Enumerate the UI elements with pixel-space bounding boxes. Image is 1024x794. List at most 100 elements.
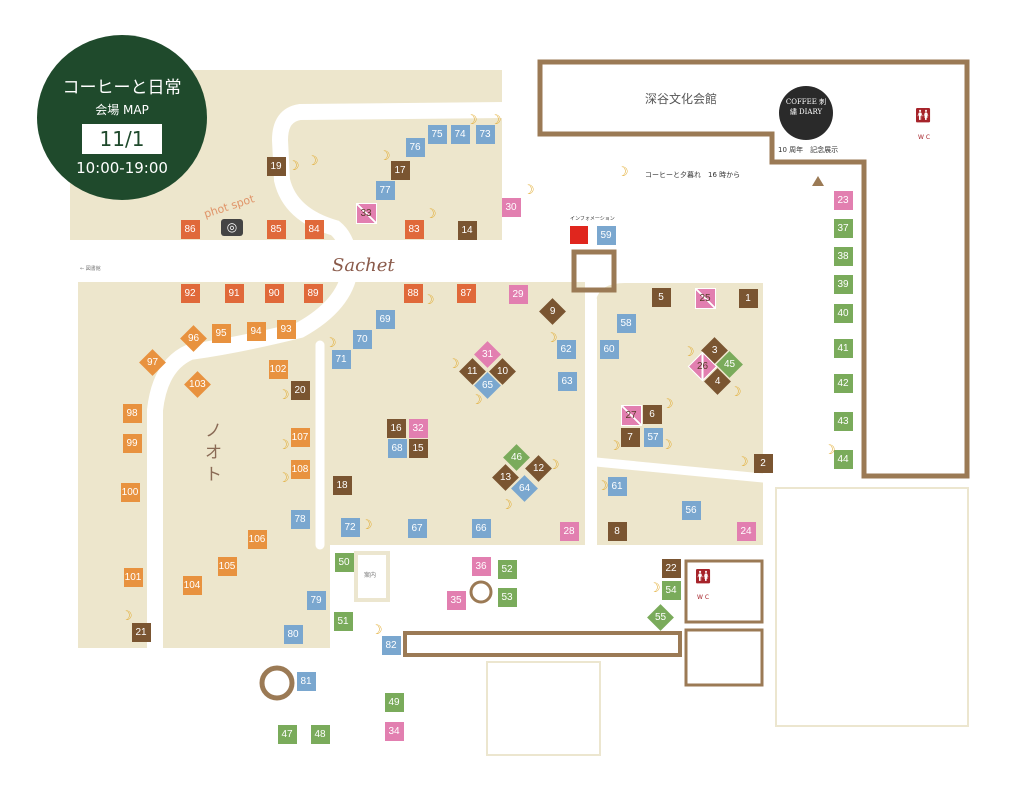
library-label: ← 図書館 bbox=[80, 266, 101, 272]
booth-25[interactable]: 25 bbox=[694, 287, 716, 309]
booth-94[interactable]: 94 bbox=[246, 321, 266, 341]
booth-33[interactable]: 33 bbox=[355, 202, 377, 224]
booth-77[interactable]: 77 bbox=[375, 180, 395, 200]
booth-87[interactable]: 87 bbox=[456, 283, 476, 303]
booth-16[interactable]: 16 bbox=[386, 418, 406, 438]
booth-44[interactable]: 44 bbox=[833, 449, 853, 469]
booth-6[interactable]: 6 bbox=[642, 404, 662, 424]
booth-56[interactable]: 56 bbox=[681, 500, 701, 520]
booth-number: 39 bbox=[837, 278, 849, 290]
booth-51[interactable]: 51 bbox=[333, 611, 353, 631]
booth-8[interactable]: 8 bbox=[607, 521, 627, 541]
booth-number: 91 bbox=[228, 287, 240, 299]
booth-108[interactable]: 108 bbox=[290, 459, 310, 479]
booth-105[interactable]: 105 bbox=[217, 556, 237, 576]
booth-29[interactable]: 29 bbox=[508, 284, 528, 304]
booth-85[interactable]: 85 bbox=[266, 219, 286, 239]
booth-86[interactable]: 86 bbox=[180, 219, 200, 239]
booth-14[interactable]: 14 bbox=[457, 220, 477, 240]
booth-1[interactable]: 1 bbox=[738, 288, 758, 308]
booth-102[interactable]: 102 bbox=[268, 359, 288, 379]
booth-19[interactable]: 19 bbox=[266, 156, 286, 176]
booth-67[interactable]: 67 bbox=[407, 518, 427, 538]
information-booth[interactable] bbox=[570, 226, 588, 244]
booth-91[interactable]: 91 bbox=[224, 283, 244, 303]
booth-57[interactable]: 57 bbox=[643, 427, 663, 447]
booth-95[interactable]: 95 bbox=[211, 323, 231, 343]
booth-53[interactable]: 53 bbox=[497, 587, 517, 607]
booth-48[interactable]: 48 bbox=[310, 724, 330, 744]
booth-70[interactable]: 70 bbox=[352, 329, 372, 349]
booth-number: 35 bbox=[450, 594, 462, 606]
booth-107[interactable]: 107 bbox=[290, 427, 310, 447]
booth-106[interactable]: 106 bbox=[247, 529, 267, 549]
booth-104[interactable]: 104 bbox=[182, 575, 202, 595]
booth-47[interactable]: 47 bbox=[277, 724, 297, 744]
booth-27[interactable]: 27 bbox=[620, 404, 642, 426]
booth-73[interactable]: 73 bbox=[475, 124, 495, 144]
booth-35[interactable]: 35 bbox=[446, 590, 466, 610]
booth-99[interactable]: 99 bbox=[122, 433, 142, 453]
booth-78[interactable]: 78 bbox=[290, 509, 310, 529]
booth-22[interactable]: 22 bbox=[661, 558, 681, 578]
booth-54[interactable]: 54 bbox=[661, 580, 681, 600]
booth-66[interactable]: 66 bbox=[471, 518, 491, 538]
booth-17[interactable]: 17 bbox=[390, 160, 410, 180]
booth-18[interactable]: 18 bbox=[332, 475, 352, 495]
booth-62[interactable]: 62 bbox=[556, 339, 576, 359]
booth-61[interactable]: 61 bbox=[607, 476, 627, 496]
booth-93[interactable]: 93 bbox=[276, 319, 296, 339]
booth-43[interactable]: 43 bbox=[833, 411, 853, 431]
booth-82[interactable]: 82 bbox=[381, 635, 401, 655]
booth-84[interactable]: 84 bbox=[304, 219, 324, 239]
booth-63[interactable]: 63 bbox=[557, 371, 577, 391]
booth-number: 32 bbox=[412, 422, 424, 434]
booth-59[interactable]: 59 bbox=[596, 225, 616, 245]
booth-76[interactable]: 76 bbox=[405, 137, 425, 157]
booth-40[interactable]: 40 bbox=[833, 303, 853, 323]
booth-89[interactable]: 89 bbox=[303, 283, 323, 303]
booth-75[interactable]: 75 bbox=[427, 124, 447, 144]
booth-number: 40 bbox=[837, 307, 849, 319]
booth-36[interactable]: 36 bbox=[471, 556, 491, 576]
booth-92[interactable]: 92 bbox=[180, 283, 200, 303]
booth-90[interactable]: 90 bbox=[264, 283, 284, 303]
booth-37[interactable]: 37 bbox=[833, 218, 853, 238]
booth-34[interactable]: 34 bbox=[384, 721, 404, 741]
booth-80[interactable]: 80 bbox=[283, 624, 303, 644]
booth-52[interactable]: 52 bbox=[497, 559, 517, 579]
booth-39[interactable]: 39 bbox=[833, 274, 853, 294]
booth-24[interactable]: 24 bbox=[736, 521, 756, 541]
booth-7[interactable]: 7 bbox=[620, 427, 640, 447]
booth-number: 9 bbox=[549, 305, 555, 317]
booth-49[interactable]: 49 bbox=[384, 692, 404, 712]
booth-60[interactable]: 60 bbox=[599, 339, 619, 359]
booth-15[interactable]: 15 bbox=[408, 438, 428, 458]
booth-100[interactable]: 100 bbox=[120, 482, 140, 502]
booth-32[interactable]: 32 bbox=[408, 418, 428, 438]
booth-21[interactable]: 21 bbox=[131, 622, 151, 642]
booth-2[interactable]: 2 bbox=[753, 453, 773, 473]
booth-20[interactable]: 20 bbox=[290, 380, 310, 400]
booth-5[interactable]: 5 bbox=[651, 287, 671, 307]
booth-42[interactable]: 42 bbox=[833, 373, 853, 393]
booth-101[interactable]: 101 bbox=[123, 567, 143, 587]
booth-30[interactable]: 30 bbox=[501, 197, 521, 217]
booth-72[interactable]: 72 bbox=[340, 517, 360, 537]
booth-69[interactable]: 69 bbox=[375, 309, 395, 329]
booth-81[interactable]: 81 bbox=[296, 671, 316, 691]
booth-88[interactable]: 88 bbox=[403, 283, 423, 303]
booth-79[interactable]: 79 bbox=[306, 590, 326, 610]
booth-41[interactable]: 41 bbox=[833, 338, 853, 358]
booth-38[interactable]: 38 bbox=[833, 246, 853, 266]
booth-71[interactable]: 71 bbox=[331, 349, 351, 369]
booth-74[interactable]: 74 bbox=[450, 124, 470, 144]
booth-58[interactable]: 58 bbox=[616, 313, 636, 333]
booth-83[interactable]: 83 bbox=[404, 219, 424, 239]
moon-icon: ☽ bbox=[662, 397, 674, 412]
booth-23[interactable]: 23 bbox=[833, 190, 853, 210]
booth-28[interactable]: 28 bbox=[559, 521, 579, 541]
booth-68[interactable]: 68 bbox=[387, 438, 407, 458]
booth-98[interactable]: 98 bbox=[122, 403, 142, 423]
booth-50[interactable]: 50 bbox=[334, 552, 354, 572]
